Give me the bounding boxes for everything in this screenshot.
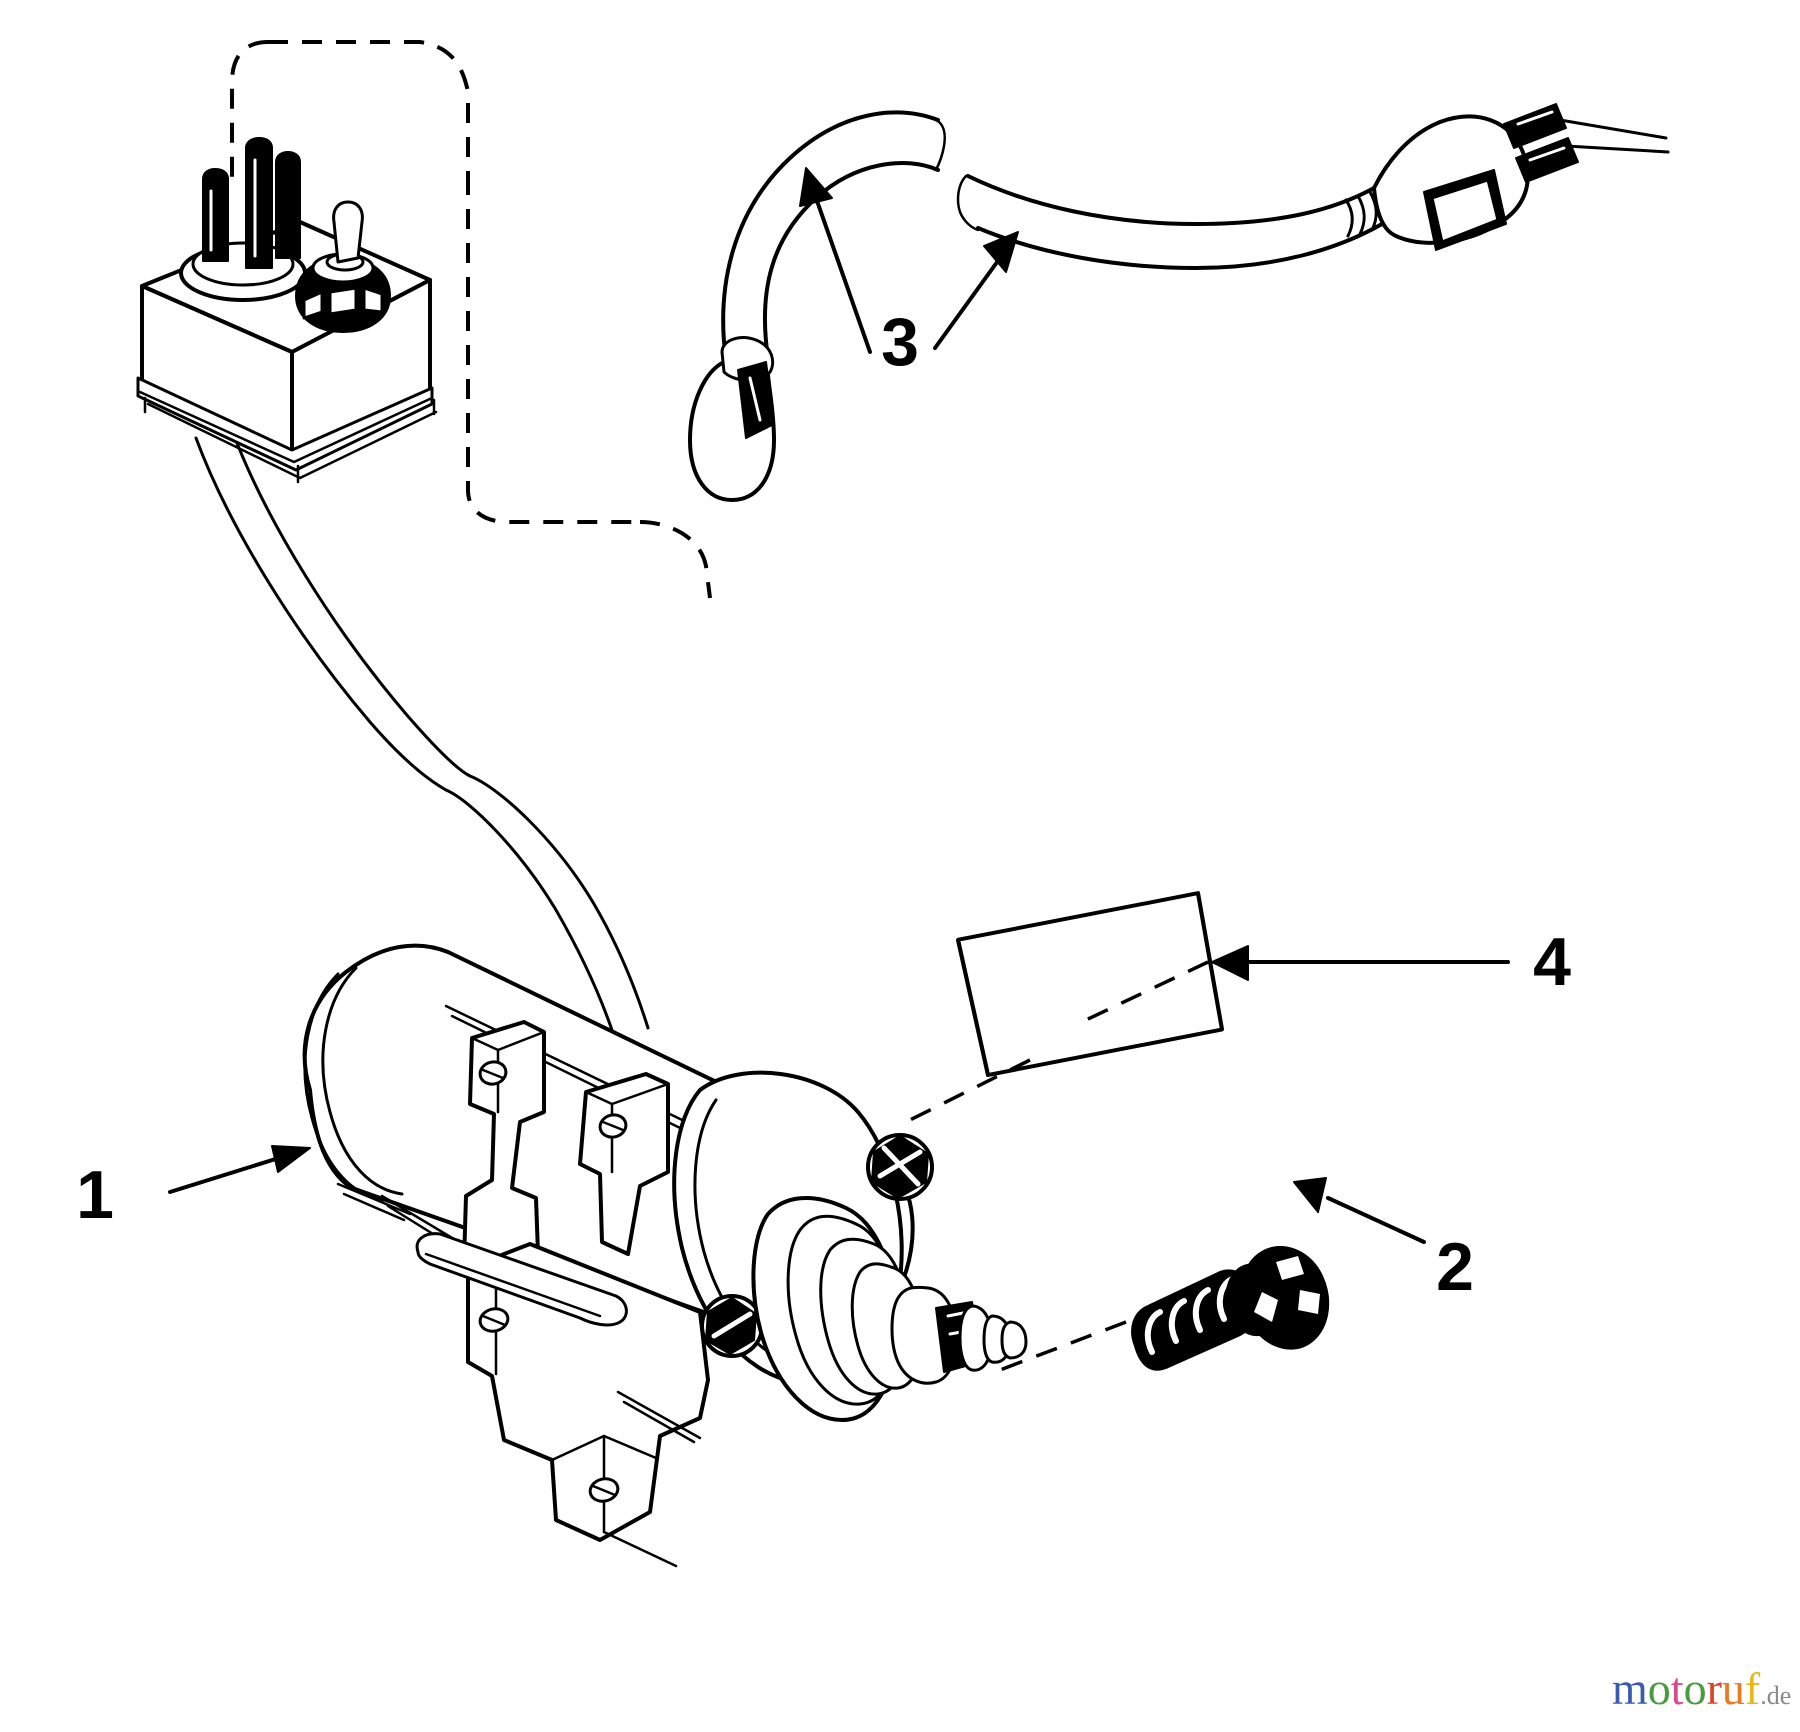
mounting-plate-part: [956, 891, 1224, 1077]
assembly-boundary-dashed-outline: [230, 40, 712, 599]
motor-lead-wire-a: [444, 788, 616, 1038]
screw-assembly-leader-line: [999, 1320, 1127, 1372]
plate-assembly-leader-line: [899, 1058, 1031, 1127]
switch-box-output-wire: [194, 428, 472, 792]
hex-head-screw-part: [1131, 1245, 1330, 1371]
callout-number-4: 4: [1533, 924, 1571, 1000]
wm-char-o1: o: [1647, 1663, 1671, 1714]
toggle-switch[interactable]: [295, 200, 391, 333]
wm-suffix: .de: [1760, 1681, 1792, 1710]
wm-char-r: r: [1706, 1663, 1722, 1714]
plug-ground-pin: [1558, 118, 1668, 140]
male-plug-body: [1344, 103, 1670, 251]
screw-hex-head: [1240, 1245, 1330, 1350]
motor-terminal-screw-upper: [866, 1133, 934, 1201]
motoruf-watermark: motoruf.de: [1612, 1666, 1791, 1712]
wm-char-u: u: [1721, 1663, 1745, 1714]
power-cord-part: [688, 103, 1670, 502]
toggle-switch-nut-facet-3: [362, 286, 384, 314]
cord-left-upper-edge: [721, 110, 940, 362]
callout-number-2: 2: [1436, 1229, 1474, 1305]
motor-mounting-bracket: [415, 1020, 710, 1542]
cord-right-upper-edge: [966, 174, 1376, 226]
callout-1-leader: [168, 1145, 311, 1194]
callout-3-leaders: [799, 167, 1019, 354]
bracket-slot: [415, 1232, 628, 1327]
motor-terminal-screw-lower: [700, 1294, 764, 1358]
motor-rear-cap-arc: [303, 972, 386, 1202]
cord-socket-end: [688, 336, 776, 502]
callout-4-leader: [1211, 945, 1510, 981]
prong-round-short: [202, 168, 229, 262]
toggle-switch-nut-facet-2: [328, 286, 358, 316]
plug-blade-1: [1503, 103, 1567, 149]
toggle-switch-nut-facet-1: [302, 290, 324, 320]
wm-char-f: f: [1744, 1663, 1761, 1714]
wm-char-t: t: [1670, 1663, 1684, 1714]
toggle-switch-lever: [332, 200, 364, 264]
callout-number-3: 3: [881, 304, 919, 380]
wm-char-m: m: [1612, 1663, 1648, 1714]
starter-motor-part: [302, 774, 1028, 1568]
callout-number-1: 1: [76, 1157, 114, 1233]
prong-flat-rear: [275, 151, 301, 259]
switch-box-part: [136, 137, 472, 792]
motor-lead-wire-b: [468, 774, 650, 1030]
cord-right-lower-edge: [976, 222, 1384, 270]
wm-char-o2: o: [1683, 1663, 1707, 1714]
callout-2-leader: [1293, 1177, 1426, 1244]
motor-drive-pinion: [751, 1196, 1028, 1422]
mounting-plate-shape: [956, 891, 1224, 1077]
prong-flat-tall: [245, 137, 273, 269]
